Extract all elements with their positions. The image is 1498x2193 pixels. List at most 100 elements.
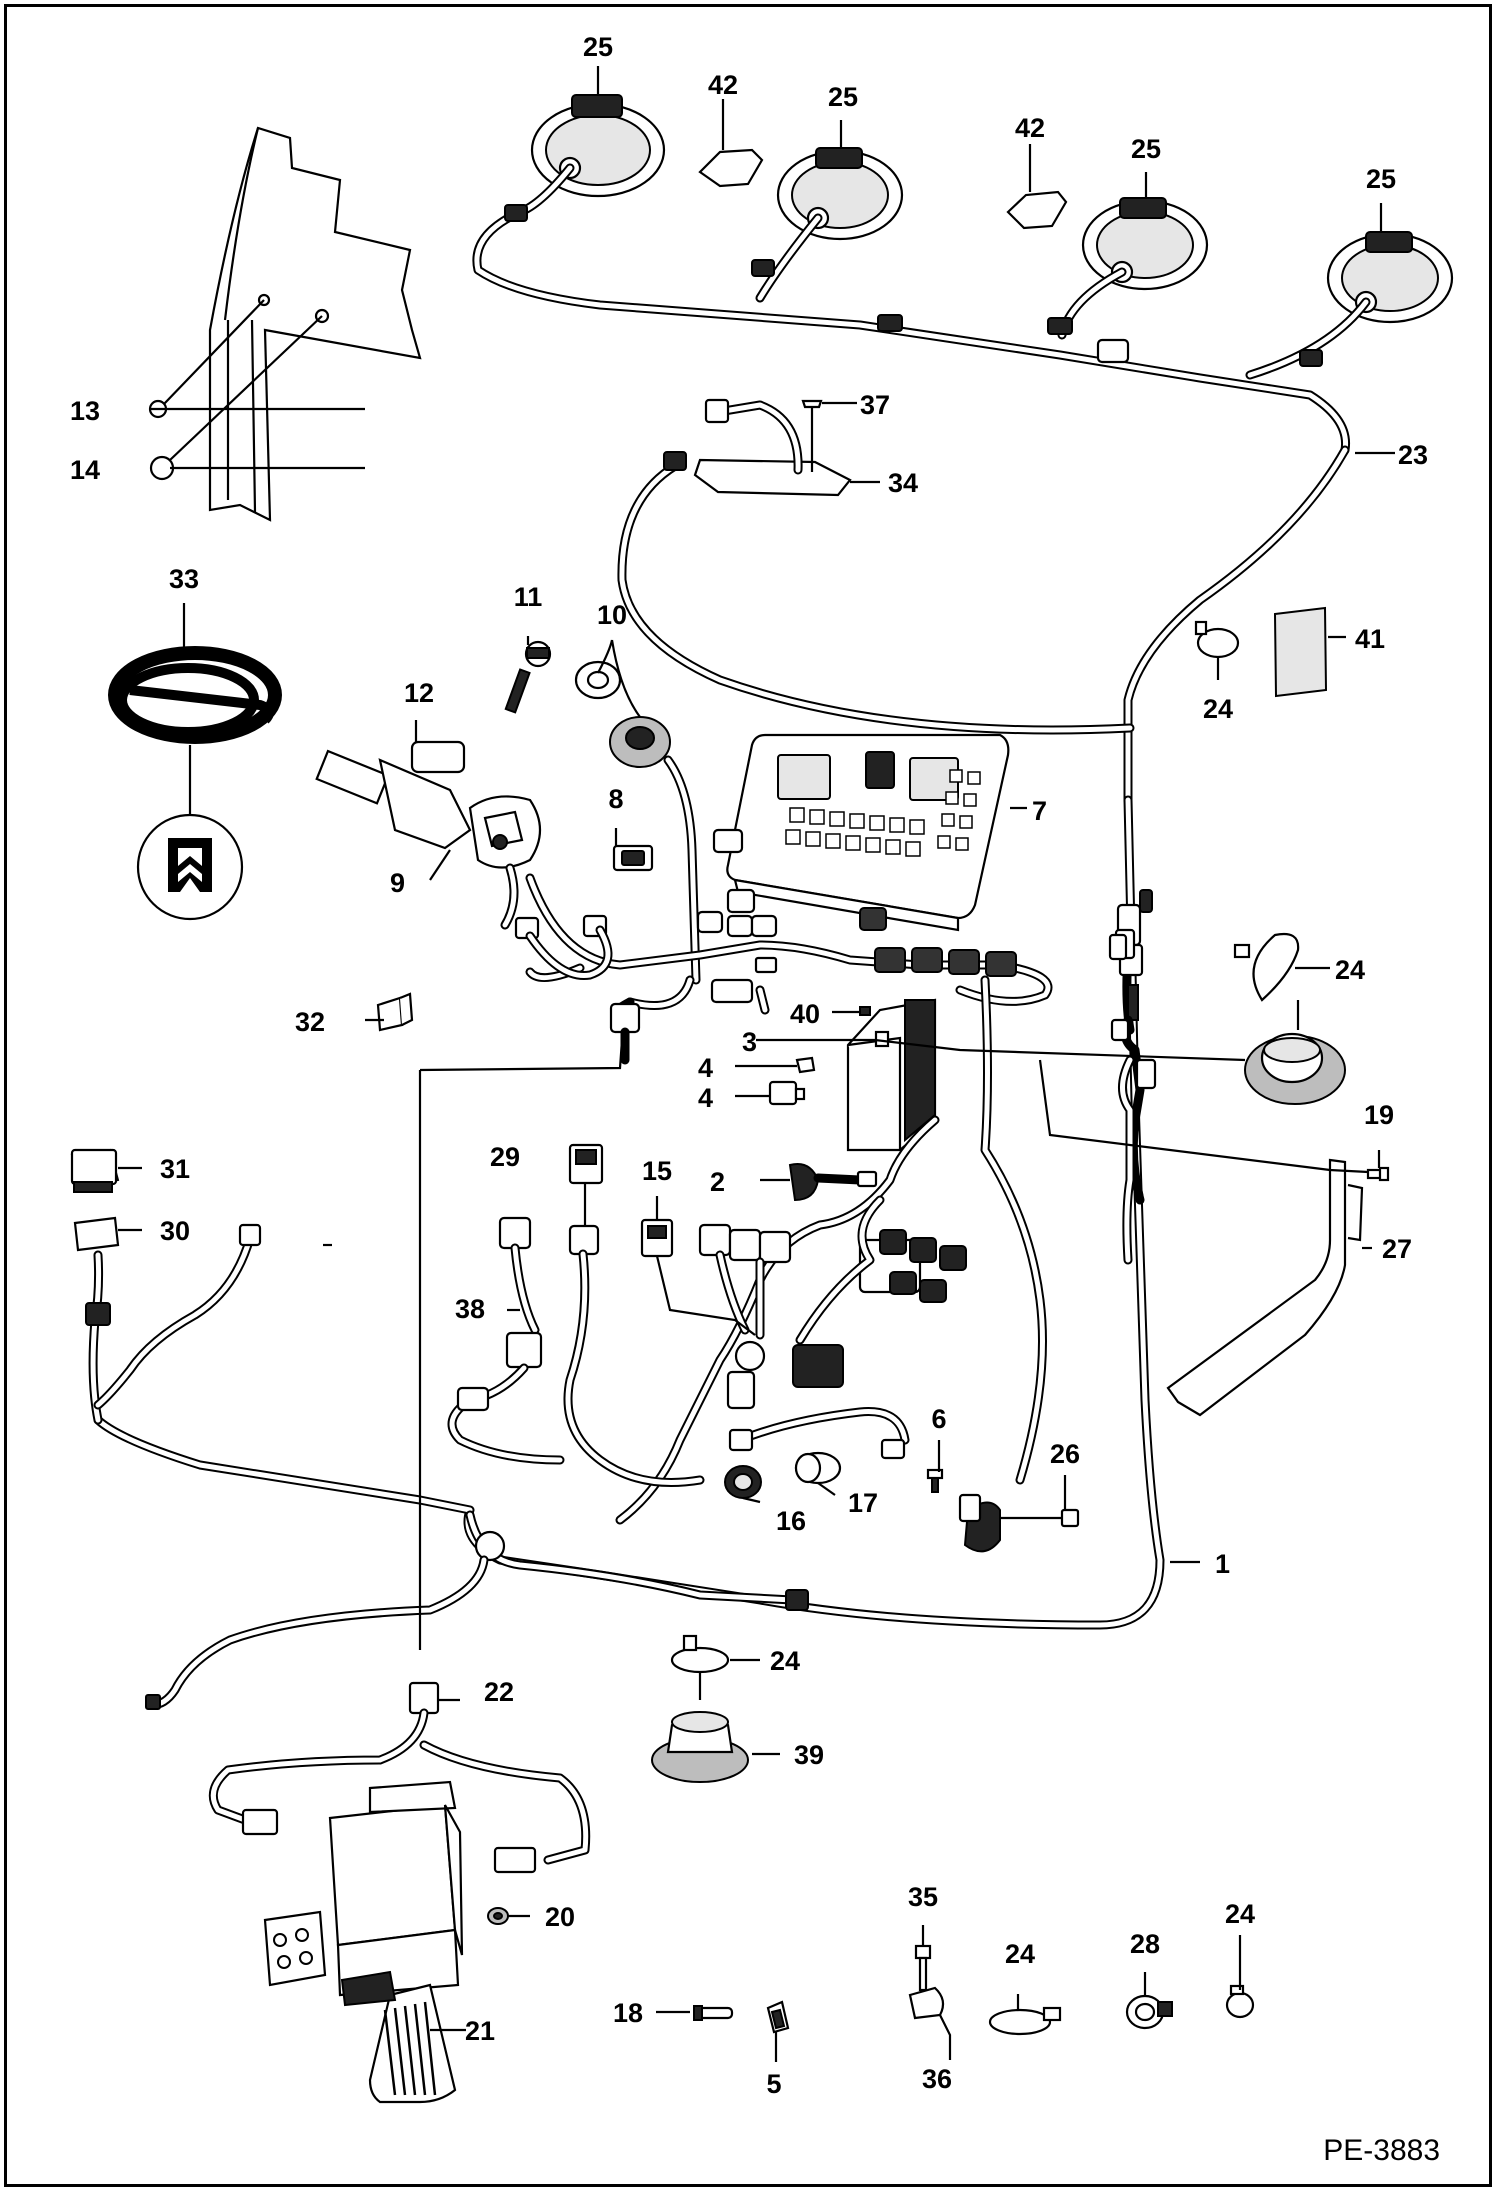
tie-24-upper	[1194, 620, 1240, 659]
callout-12: 12	[404, 678, 434, 708]
clamp-28	[1125, 1994, 1173, 2030]
tie-24-bottom-2	[1225, 1984, 1255, 2019]
callout-20: 20	[545, 1902, 575, 1932]
callout-13: 13	[70, 396, 100, 426]
callout-18: 18	[613, 1998, 643, 2028]
clip-36	[908, 1986, 945, 2020]
callout-10: 10	[597, 600, 627, 630]
callout-4a: 4	[698, 1053, 713, 1083]
ignition-switch	[609, 716, 701, 985]
callout-16: 16	[776, 1506, 806, 1536]
work-light-3	[1081, 197, 1209, 291]
relay-4b	[768, 1080, 806, 1106]
callout-42b: 42	[1015, 113, 1045, 143]
callout-6: 6	[931, 1404, 946, 1434]
callout-14: 14	[70, 455, 100, 485]
callout-42a: 42	[708, 70, 738, 100]
light-bracket-2	[1006, 190, 1068, 230]
light-harness	[472, 163, 1371, 805]
grommet-24-center	[670, 1634, 730, 1674]
wire-tie-32	[376, 992, 414, 1032]
grommet-17	[794, 1451, 842, 1485]
ignition-key	[504, 640, 552, 714]
callout-22: 22	[484, 1677, 514, 1707]
callout-29: 29	[490, 1142, 520, 1172]
work-light-2	[776, 147, 904, 241]
callout-24c: 24	[770, 1646, 800, 1676]
bracket-27	[1166, 1158, 1364, 1417]
work-light-4	[1326, 231, 1454, 324]
callout-7: 7	[1032, 796, 1047, 826]
pedal-assembly	[208, 1681, 591, 2104]
relay-4a	[795, 1056, 816, 1074]
grommet-16	[724, 1465, 762, 1499]
callout-32: 32	[295, 1007, 325, 1037]
callout-5: 5	[766, 2069, 781, 2099]
callout-24b: 24	[1335, 955, 1365, 985]
callout-25d: 25	[1366, 164, 1396, 194]
callout-19: 19	[1364, 1100, 1394, 1130]
callout-40: 40	[790, 999, 820, 1029]
callout-15: 15	[642, 1156, 672, 1186]
leader-lines	[118, 66, 1395, 2062]
callout-17: 17	[848, 1488, 878, 1518]
callout-33: 33	[169, 564, 199, 594]
callout-24a: 24	[1203, 694, 1233, 724]
bottom-harness	[145, 1039, 809, 1710]
callout-35: 35	[908, 1882, 938, 1912]
callout-24d: 24	[1005, 1939, 1035, 1969]
bolt-35	[914, 1944, 932, 1992]
callout-38: 38	[455, 1294, 485, 1324]
main-harness	[514, 828, 1053, 1065]
callout-9: 9	[390, 868, 405, 898]
callout-23: 23	[1398, 440, 1428, 470]
switch-15	[640, 1218, 674, 1258]
callout-2: 2	[710, 1167, 725, 1197]
screw-19	[1366, 1166, 1390, 1182]
document-id: PE-3883	[1323, 2134, 1440, 2167]
work-light-1	[530, 94, 666, 198]
boot-39	[651, 1711, 749, 1783]
callout-28: 28	[1130, 1929, 1160, 1959]
callout-labels: 25 42 25 42 25 25 13 14 37 34 23 33 41 2…	[70, 32, 1440, 2167]
callout-31: 31	[160, 1154, 190, 1184]
ignition-nut	[574, 660, 622, 700]
rocker-2	[788, 1163, 878, 1202]
callout-30: 30	[160, 1216, 190, 1246]
kit-icon	[136, 813, 244, 921]
weather-strip-coil	[108, 646, 282, 744]
callout-41: 41	[1355, 624, 1385, 654]
tie-24-bottom-1	[988, 2006, 1062, 2036]
switch-29	[568, 1143, 604, 1185]
pin-18	[693, 2005, 734, 2021]
harness-trunk	[93, 795, 1165, 1630]
callout-26: 26	[1050, 1439, 1080, 1469]
callout-1: 1	[1215, 1549, 1230, 1579]
fuse-40	[859, 1006, 871, 1016]
nut-20	[487, 1907, 509, 1925]
callout-8: 8	[608, 784, 623, 814]
callout-37: 37	[860, 390, 890, 420]
connector-26	[958, 1493, 1080, 1553]
switch-bank-15	[698, 1223, 922, 1410]
instrument-panel	[726, 733, 1010, 932]
callout-27: 27	[1382, 1234, 1412, 1264]
column-switch	[315, 740, 541, 930]
callout-25b: 25	[828, 82, 858, 112]
callout-39: 39	[794, 1740, 824, 1770]
callout-4b: 4	[698, 1083, 713, 1113]
dome-light	[617, 398, 1135, 735]
callout-3: 3	[742, 1027, 757, 1057]
harness-6	[728, 1407, 944, 1493]
harness-38	[447, 1216, 705, 1487]
harness-30	[70, 1148, 262, 1425]
light-bracket-1	[698, 148, 764, 188]
grommet-right	[1233, 932, 1346, 1105]
pad-41	[1273, 606, 1328, 698]
callout-36: 36	[922, 2064, 952, 2094]
harness-connectors	[795, 1195, 967, 1345]
callout-24e: 24	[1225, 1899, 1255, 1929]
callout-25a: 25	[583, 32, 613, 62]
clip-5	[766, 2000, 790, 2034]
